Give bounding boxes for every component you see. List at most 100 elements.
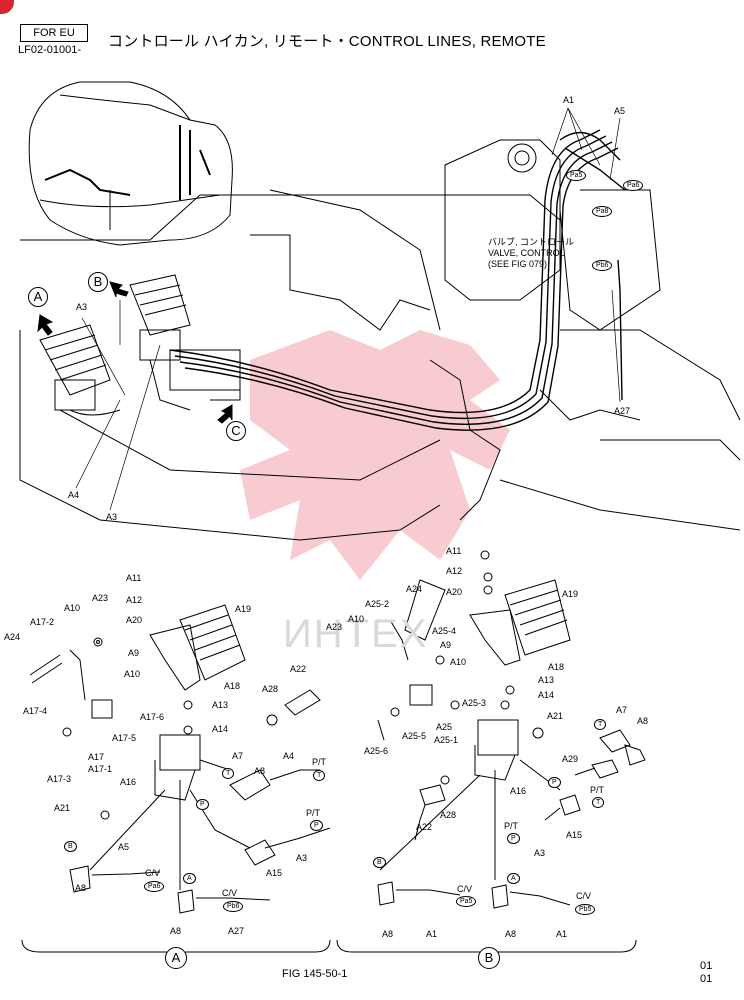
- callout-a22-b: A22: [416, 822, 433, 832]
- callout-a18-a: A18: [224, 681, 241, 691]
- callout-a27-a: A27: [228, 926, 245, 936]
- port-p-b: P: [548, 777, 561, 788]
- tag-pt-a: P/T: [312, 757, 327, 767]
- callout-a14-b: A14: [538, 690, 555, 700]
- section-brackets: [21, 939, 637, 959]
- callout-a9-a: A9: [128, 648, 140, 658]
- valve-control-note: バルブ, コントロール VALVE, CONTROL (SEE FIG 079): [488, 237, 574, 270]
- tag-cv-b: C/V: [457, 884, 473, 894]
- port-p-a2: P: [310, 820, 323, 831]
- callout-a3-a: A3: [296, 853, 308, 863]
- tag-pt-b2: P/T: [504, 821, 519, 831]
- section-label-a: A: [165, 947, 187, 969]
- port-pa5-b: Pa5: [456, 896, 477, 907]
- figure-number: FIG 145-50-1: [282, 968, 348, 980]
- port-a-a: A: [183, 873, 196, 884]
- callout-a23-a: A23: [92, 593, 109, 603]
- catalog-code: LF02-01001-: [18, 44, 81, 56]
- callout-a24-b: A24: [406, 584, 423, 594]
- callout-a24-a: A24: [4, 632, 21, 642]
- tag-cv-a2: C/V: [222, 888, 238, 898]
- callout-a15-a: A15: [266, 868, 283, 878]
- callout-a12-a: A12: [126, 595, 143, 605]
- watermark-logo-icon: [240, 330, 510, 580]
- callout-a20-a: A20: [126, 615, 143, 625]
- tag-cv-a: C/V: [145, 868, 161, 878]
- port-t-b: T: [594, 719, 607, 730]
- port-a-b: A: [507, 873, 520, 884]
- view-marker-c: C: [226, 421, 246, 441]
- port-pb6-a: Pb6: [223, 901, 244, 912]
- valve-note-jp: バルブ, コントロール: [488, 237, 575, 247]
- callout-a11-a: A11: [126, 573, 142, 583]
- callout-a17-a: A17: [88, 752, 105, 762]
- callout-a15-b: A15: [566, 830, 583, 840]
- callout-a20-b: A20: [446, 587, 463, 597]
- port-t-a: T: [222, 768, 235, 779]
- port-pa5: Pa5: [566, 170, 587, 181]
- valve-note-en: VALVE, CONTROL: [488, 248, 565, 258]
- callout-a25-2-b: A25-2: [365, 599, 390, 609]
- valve-note-ref: (SEE FIG 079): [488, 259, 548, 269]
- callout-a19-b: A19: [562, 589, 579, 599]
- callout-a8-b2: A8: [382, 929, 394, 939]
- callout-a1-b: A1: [426, 929, 438, 939]
- callout-a25-5-b: A25-5: [402, 731, 427, 741]
- callout-a1-top: A1: [563, 95, 575, 105]
- callout-a17-1-a: A17-1: [88, 764, 113, 774]
- pedal-assembly-drawing: [39, 274, 241, 416]
- callout-a5-a: A5: [118, 842, 130, 852]
- page-number-2: 01: [700, 973, 713, 985]
- tag-cv-b2: C/V: [576, 891, 592, 901]
- callout-a29-b: A29: [562, 754, 579, 764]
- callout-a1-b2: A1: [556, 929, 568, 939]
- callout-a25-4-b: A25-4: [432, 626, 457, 636]
- view-marker-b: B: [88, 272, 108, 292]
- assembly-b-drawing: [377, 550, 646, 909]
- port-t-b2: T: [592, 797, 605, 808]
- callout-a16-a: A16: [120, 777, 137, 787]
- callout-a10-b2: A10: [450, 657, 467, 667]
- callout-a11-b: A11: [446, 546, 462, 556]
- port-b-a: B: [64, 841, 77, 852]
- callout-a28-a: A28: [262, 684, 279, 694]
- callout-a28-b: A28: [440, 810, 457, 820]
- callout-a10-b: A10: [348, 614, 365, 624]
- frame-drawing: [19, 139, 741, 541]
- callout-a17-2-a: A17-2: [30, 617, 55, 627]
- callout-a25-1-b: A25-1: [434, 735, 459, 745]
- callout-a10-a: A10: [64, 603, 81, 613]
- port-pa8: Pa8: [592, 206, 613, 217]
- callout-a23-b: A23: [326, 622, 343, 632]
- callout-a8-a: A8: [254, 766, 266, 776]
- section-label-b: B: [478, 947, 500, 969]
- region-box: FOR EU: [20, 24, 88, 42]
- port-pb5-b: Pb5: [575, 904, 596, 915]
- view-arrows: [37, 281, 233, 424]
- callout-a3-top: A3: [76, 302, 88, 312]
- tag-pt-b: P/T: [590, 785, 605, 795]
- callout-a25-6-b: A25-6: [364, 746, 389, 756]
- callout-a25-b: A25: [436, 722, 453, 732]
- callout-a4: A4: [68, 490, 80, 500]
- callout-a8-b3: A8: [505, 929, 517, 939]
- page-number-1: 01: [700, 960, 713, 972]
- callout-a9-b: A9: [440, 640, 452, 650]
- callout-a8-a2: A8: [75, 883, 87, 893]
- callout-a7-a: A7: [232, 751, 244, 761]
- callout-a12-b: A12: [446, 566, 463, 576]
- callout-a13-b: A13: [538, 675, 555, 685]
- callout-a22-a: A22: [290, 664, 307, 674]
- callout-a10-a2: A10: [124, 669, 141, 679]
- tag-pt-a2: P/T: [306, 808, 321, 818]
- port-p-a: P: [196, 799, 209, 810]
- port-pa6: Pa6: [623, 180, 644, 191]
- callout-a19-a: A19: [235, 604, 252, 614]
- callout-a21-b: A21: [547, 711, 564, 721]
- callout-a18-b: A18: [548, 662, 565, 672]
- port-b-b: B: [373, 857, 386, 868]
- port-pb6: Pb6: [592, 260, 613, 271]
- callout-a17-6-a: A17-6: [140, 712, 165, 722]
